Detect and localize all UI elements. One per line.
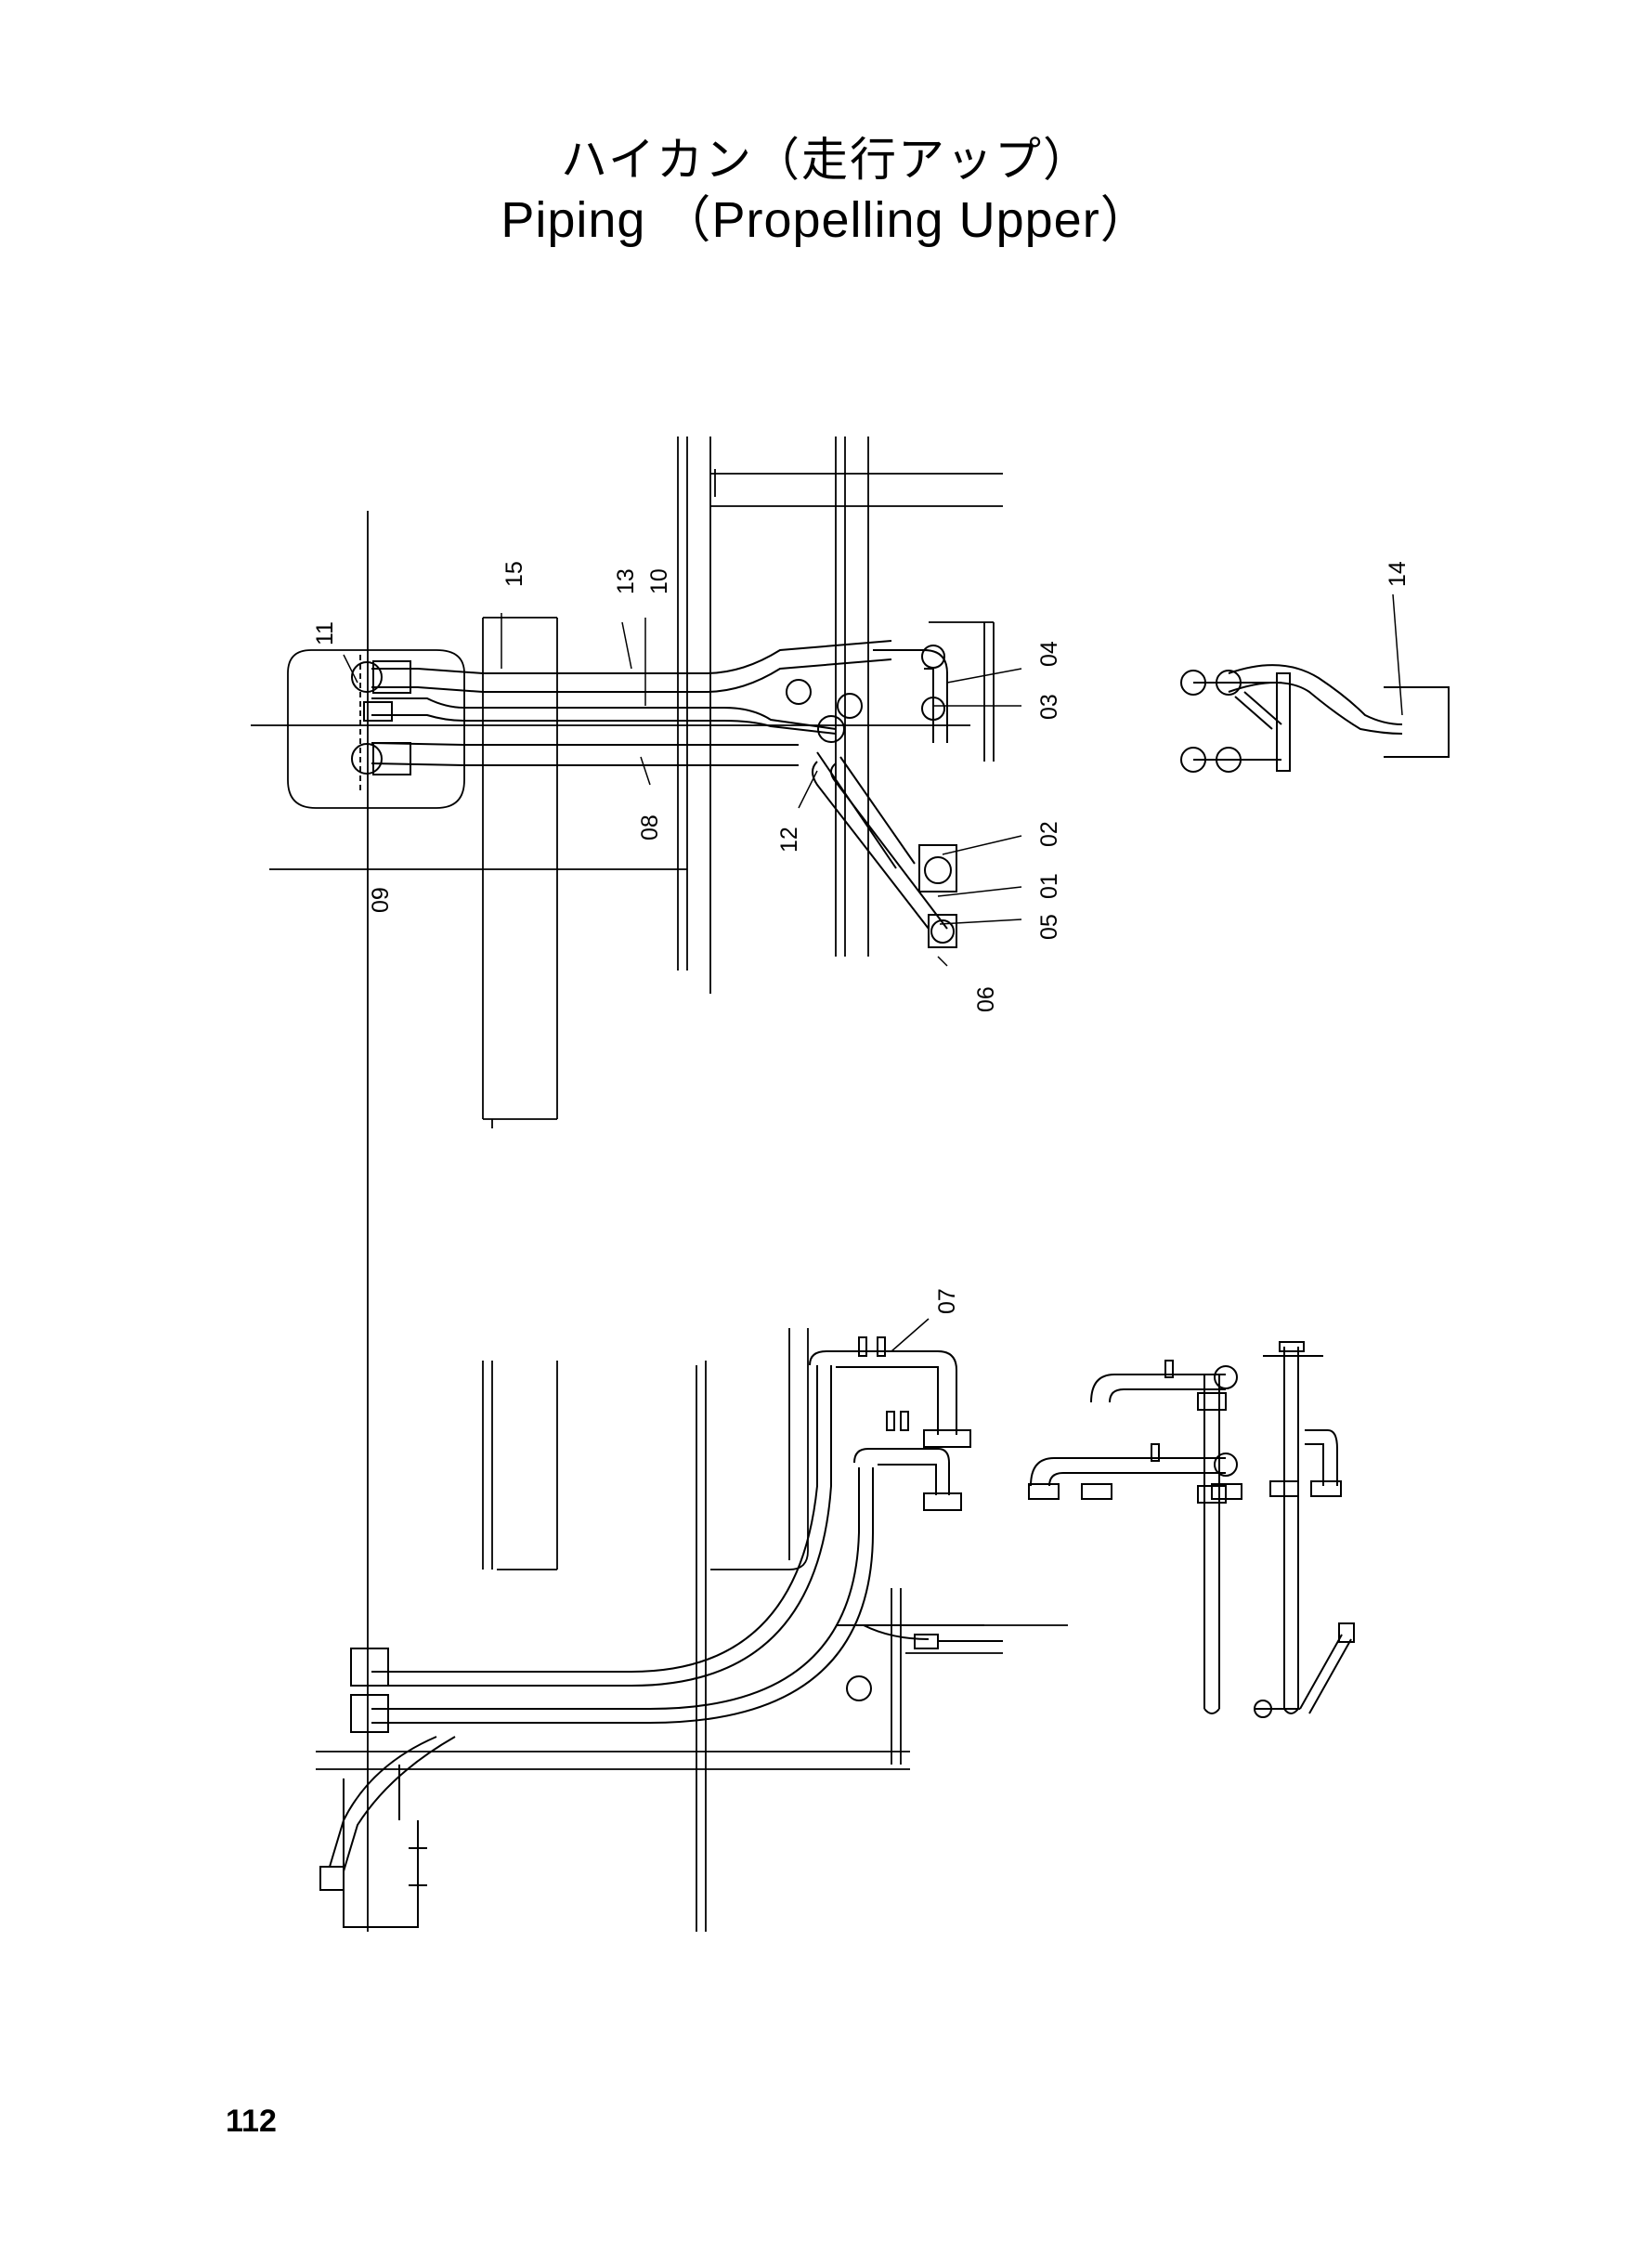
part-label-12: 12 [776, 827, 802, 853]
upper-pipe-assembly [351, 640, 957, 948]
part-label-09: 09 [368, 887, 394, 913]
part-label-13: 13 [613, 568, 639, 594]
lower-pipe-assembly [319, 1336, 1003, 1928]
part-label-11: 11 [312, 621, 338, 645]
part-label-01: 01 [1036, 873, 1062, 899]
part-label-08: 08 [637, 814, 663, 840]
structure-lines [251, 436, 1068, 1932]
elevation-views [1028, 1341, 1355, 1718]
title-japanese: ハイカン（走行アップ） [561, 133, 1091, 187]
part-label-03: 03 [1036, 694, 1062, 720]
title-english: Piping （Propelling Upper） [501, 192, 1151, 248]
hose-detail-14 [1180, 664, 1450, 773]
part-label-15: 15 [501, 561, 527, 587]
part-label-04: 04 [1036, 641, 1062, 667]
part-label-06: 06 [973, 986, 999, 1012]
part-labels: 01 02 03 04 05 06 07 08 09 10 11 12 13 1… [312, 561, 1411, 1314]
part-label-05: 05 [1036, 914, 1062, 940]
page-number: 112 [226, 2104, 277, 2139]
part-label-10: 10 [646, 568, 672, 594]
part-label-14: 14 [1385, 561, 1411, 587]
part-label-07: 07 [934, 1288, 960, 1314]
leader-lines [343, 593, 1403, 1352]
part-label-02: 02 [1036, 821, 1062, 847]
